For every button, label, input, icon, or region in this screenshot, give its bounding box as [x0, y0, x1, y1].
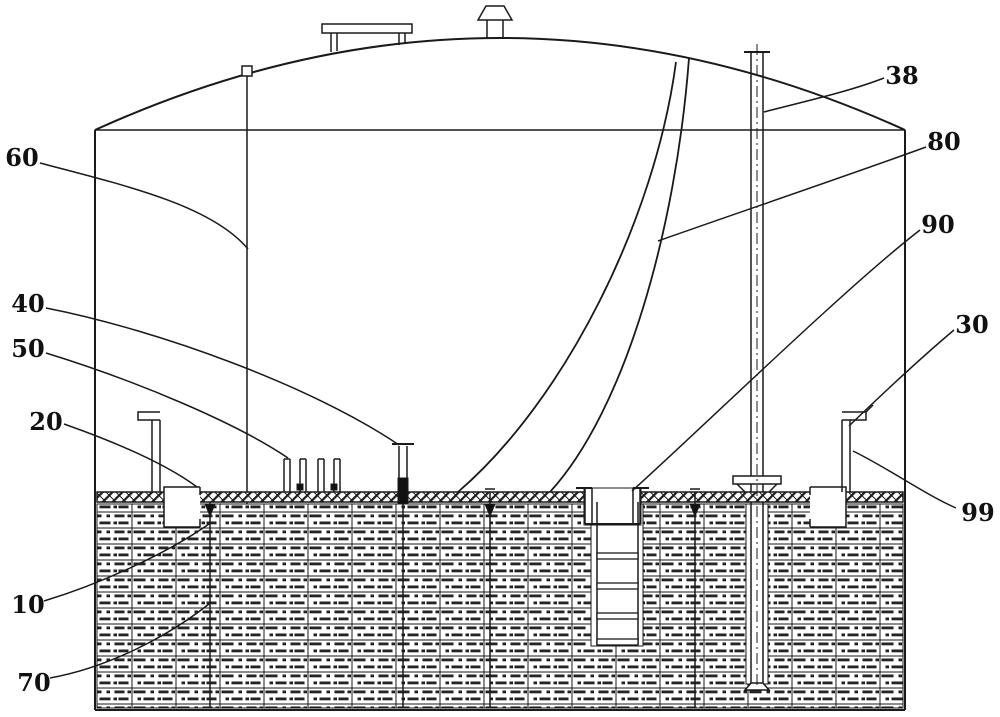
deck-hatched-band: [96, 491, 904, 503]
rim-bracket-left-channel: [163, 486, 200, 528]
bleeder-body: [397, 477, 409, 505]
tank-shell: [94, 37, 906, 711]
support-right-flange: [842, 411, 867, 421]
deck-rim-bracket-left: [163, 486, 201, 528]
leader-90: [631, 229, 921, 492]
leader-lines: [39, 77, 957, 679]
vent-cap: [476, 5, 514, 21]
deck-vent-fittings: [283, 458, 341, 492]
drain-hose: [457, 57, 690, 493]
leg-arrow: [689, 503, 701, 518]
leader-20: [63, 423, 198, 488]
deck-support-right: [841, 404, 874, 492]
floating-deck: [96, 491, 904, 503]
label-60: 60: [5, 143, 38, 172]
deck-support-left: [137, 411, 161, 492]
label-50: 50: [11, 334, 44, 363]
leader-10: [43, 523, 210, 602]
ladder-clearance: [590, 503, 644, 647]
funnel-side: [736, 483, 746, 493]
ladder-rung: [596, 582, 639, 590]
leader-99: [852, 450, 957, 509]
deck-rim-bracket-right: [809, 486, 847, 528]
leader-70: [49, 603, 210, 679]
deck-legs: [204, 488, 701, 708]
label-30: 30: [955, 310, 988, 339]
reference-labels: 38 80 90 30 99 60 40 50 20 10 70: [5, 61, 994, 697]
deck-manhole: [576, 487, 649, 526]
leg-arrow: [204, 503, 216, 518]
roof-vent: [476, 5, 514, 38]
ladder: [596, 502, 639, 646]
leader-30: [848, 329, 955, 427]
label-80: 80: [927, 127, 960, 156]
roof-manhole-plate: [321, 23, 413, 34]
gauge-pole-foot: [743, 682, 771, 691]
manhole-interior: [583, 487, 642, 526]
leg-arrow: [484, 503, 496, 518]
liquid-region: [96, 503, 904, 709]
bleeder-vent: [392, 443, 414, 505]
leader-60: [39, 162, 249, 250]
leader-38: [763, 77, 885, 113]
label-38: 38: [885, 61, 918, 90]
ladder-rung: [596, 552, 639, 560]
leader-40: [45, 307, 400, 446]
gauge-pole-lower: [743, 44, 771, 691]
label-10: 10: [11, 590, 44, 619]
funnel-side: [768, 483, 778, 493]
label-90: 90: [921, 210, 954, 239]
label-20: 20: [29, 407, 62, 436]
column-roof-socket: [241, 65, 253, 77]
support-left-flange: [137, 411, 160, 421]
tank-dome-roof: [94, 37, 906, 131]
vent-fitting-weight: [330, 483, 338, 491]
rim-bracket-right-channel: [810, 486, 847, 528]
ladder-rung: [596, 612, 639, 620]
hose-curve-right: [549, 57, 690, 493]
label-99: 99: [961, 498, 994, 527]
leader-50: [45, 352, 289, 459]
label-70: 70: [17, 668, 50, 697]
roof-manhole: [321, 23, 413, 52]
ladder-rung: [596, 638, 639, 646]
vent-fitting-weight: [296, 483, 304, 491]
label-40: 40: [11, 289, 44, 318]
support-right-tip: [865, 404, 874, 413]
leader-80: [657, 146, 927, 242]
hose-curve-left: [457, 61, 677, 493]
